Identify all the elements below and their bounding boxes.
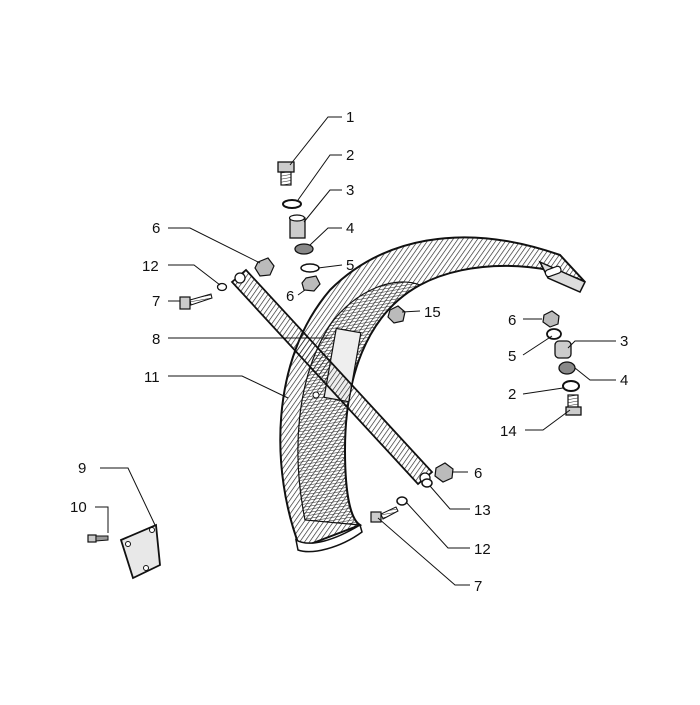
callout-13: 13 — [474, 502, 491, 519]
hardware-right — [542, 310, 582, 416]
callout-11: 11 — [144, 369, 160, 386]
callout-12-lower: 12 — [474, 541, 491, 558]
callout-6-top-small: 6 — [286, 288, 294, 305]
fender — [279, 236, 587, 553]
hardware-lower — [370, 462, 454, 523]
callout-10: 10 — [70, 499, 87, 516]
callout-6-right: 6 — [508, 312, 516, 329]
callout-2-right: 2 — [508, 386, 516, 403]
callout-2-top: 2 — [346, 147, 354, 164]
callout-6-top-left: 6 — [152, 220, 160, 237]
callout-9: 9 — [78, 460, 86, 477]
callout-4-right: 4 — [620, 372, 628, 389]
callout-5-right: 5 — [508, 348, 516, 365]
callout-12-top: 12 — [142, 258, 159, 275]
callout-labels: 1 2 3 4 5 6 6 12 7 15 6 3 5 4 2 14 8 11 … — [70, 109, 628, 595]
callout-5-top: 5 — [346, 257, 354, 274]
callout-8: 8 — [152, 331, 160, 348]
strut-bar — [230, 268, 434, 486]
callout-7-top: 7 — [152, 293, 160, 310]
hardware-top — [179, 161, 406, 324]
leader-lines — [95, 116, 616, 586]
callout-3-top: 3 — [346, 182, 354, 199]
callout-3-right: 3 — [620, 333, 628, 350]
callout-14: 14 — [500, 423, 517, 440]
mounting-plate — [87, 523, 161, 580]
callout-4-top: 4 — [346, 220, 354, 237]
callout-1: 1 — [346, 109, 354, 126]
callout-15: 15 — [424, 304, 441, 321]
callout-6-lower: 6 — [474, 465, 482, 482]
callout-7-lower: 7 — [474, 578, 482, 595]
